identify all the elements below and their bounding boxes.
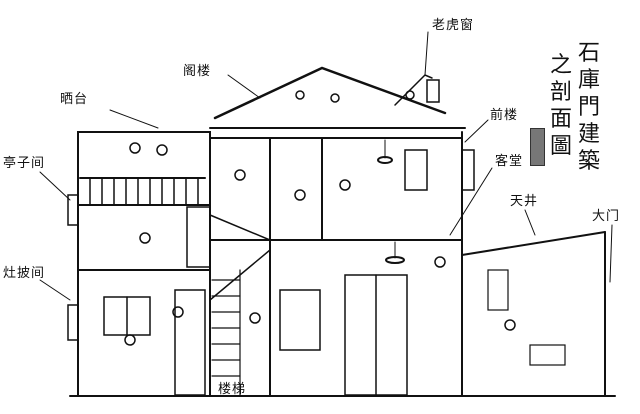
label-front-room: 前楼 [490,108,519,123]
title-line-1: 石庫門建築 [577,41,600,174]
label-terrace: 晒台 [60,92,89,107]
figures [124,90,516,346]
courtyard-wall [461,231,606,256]
label-dormer: 老虎窗 [432,18,475,33]
title-line-2: 之剖面圖 [549,53,572,159]
staircase-steps [211,269,241,397]
left-block-wall [77,131,211,397]
leader-lines [39,31,613,301]
label-staircase: 楼梯 [218,382,247,397]
label-kitchen: 灶披间 [3,266,46,281]
label-attic: 阁楼 [183,64,212,79]
terrace-railing [89,177,199,206]
label-living-hall: 客堂 [495,154,524,169]
red-seal-stamp [530,128,545,166]
gable-roof [213,66,447,120]
label-courtyard: 天井 [510,194,539,209]
label-main-gate: 大门 [592,209,621,224]
label-pavilion-room: 亭子间 [3,156,46,171]
